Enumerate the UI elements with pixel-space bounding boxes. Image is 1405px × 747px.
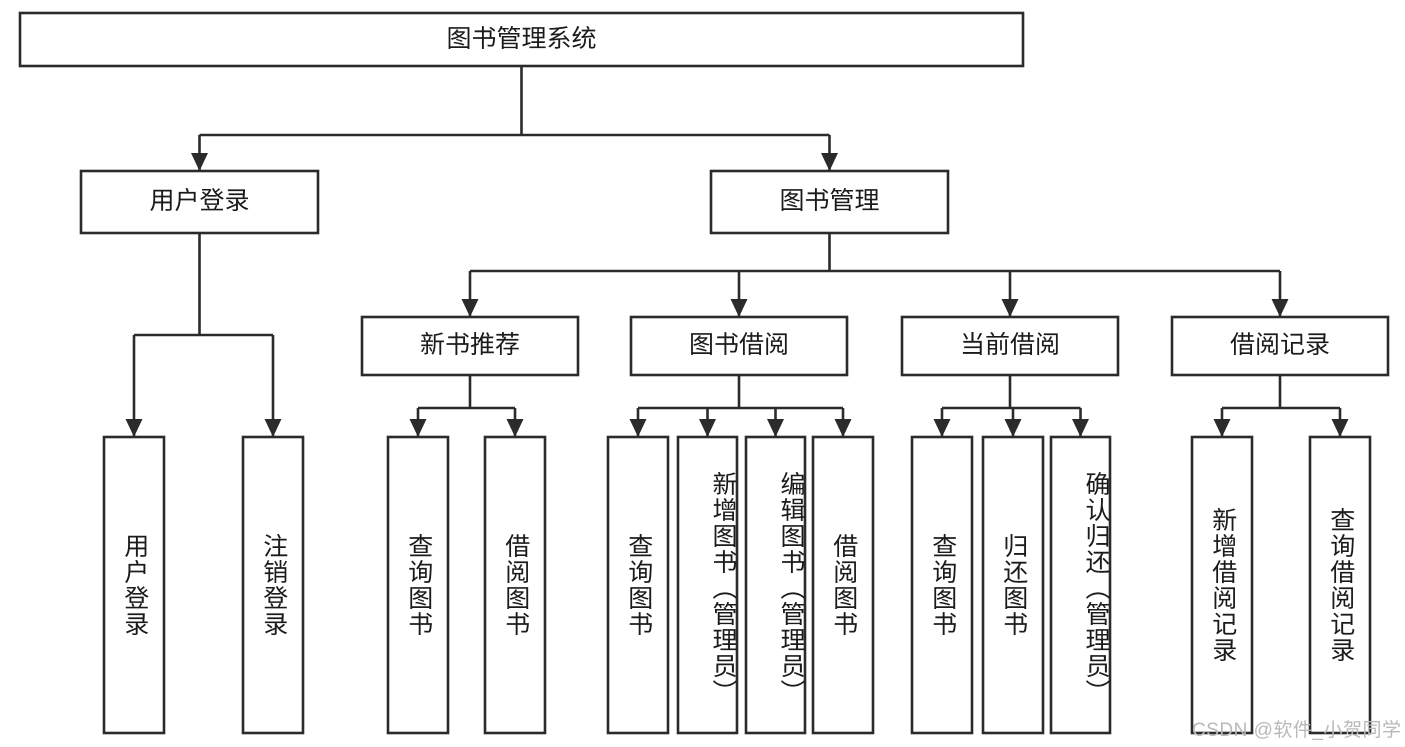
node-box-borrow-records[interactable]	[1170, 315, 1390, 377]
arrowhead-new-book-recommend	[461, 299, 479, 317]
arrowhead-book-borrow	[730, 299, 748, 317]
edges-layer	[125, 66, 1349, 437]
arrowhead-leaf-query-book-current	[933, 419, 951, 437]
node-box-leaf-add-book-admin[interactable]	[676, 435, 739, 735]
arrowhead-borrow-records	[1271, 299, 1289, 317]
arrowhead-leaf-query-borrow-record	[1331, 419, 1349, 437]
arrowhead-leaf-query-book-borrow	[629, 419, 647, 437]
node-box-leaf-query-book-borrow[interactable]	[606, 435, 670, 735]
node-box-leaf-query-book-current[interactable]	[910, 435, 974, 735]
node-box-book-borrow[interactable]	[629, 315, 849, 377]
node-box-book-management[interactable]	[709, 169, 950, 235]
node-box-current-borrow[interactable]	[900, 315, 1120, 377]
node-box-leaf-query-book-recommend[interactable]	[386, 435, 450, 735]
node-box-leaf-confirm-return-admin[interactable]	[1049, 435, 1112, 735]
csdn-watermark: CSDN @软件_小贺同学	[1192, 720, 1402, 741]
arrowhead-leaf-borrow-book	[834, 419, 852, 437]
arrowhead-leaf-user-login	[125, 419, 143, 437]
node-box-leaf-edit-book-admin[interactable]	[744, 435, 807, 735]
arrowhead-leaf-query-book-recommend	[409, 419, 427, 437]
node-box-leaf-borrow-book-recommend[interactable]	[483, 435, 547, 735]
node-box-user-login[interactable]	[79, 169, 320, 235]
arrowhead-current-borrow	[1001, 299, 1019, 317]
arrowhead-user-login	[191, 153, 208, 171]
arrowhead-leaf-add-borrow-record	[1213, 419, 1231, 437]
node-box-leaf-query-borrow-record[interactable]	[1308, 435, 1372, 735]
arrowhead-leaf-borrow-book-recommend	[506, 419, 524, 437]
arrowhead-leaf-logout-login	[264, 419, 282, 437]
node-box-leaf-user-login[interactable]	[102, 435, 166, 735]
node-box-new-book-recommend[interactable]	[360, 315, 580, 377]
node-box-leaf-add-borrow-record[interactable]	[1190, 435, 1254, 735]
node-box-leaf-borrow-book[interactable]	[811, 435, 875, 735]
arrowhead-leaf-return-book	[1004, 419, 1022, 437]
node-box-leaf-logout-login[interactable]	[241, 435, 305, 735]
node-box-leaf-return-book[interactable]	[981, 435, 1045, 735]
arrowhead-leaf-confirm-return-admin	[1072, 419, 1089, 437]
node-box-root[interactable]	[18, 11, 1025, 68]
nodes-layer	[18, 11, 1390, 735]
arrowhead-leaf-add-book-admin	[699, 419, 716, 437]
arrowhead-leaf-edit-book-admin	[767, 419, 784, 437]
arrowhead-book-management	[821, 153, 838, 171]
